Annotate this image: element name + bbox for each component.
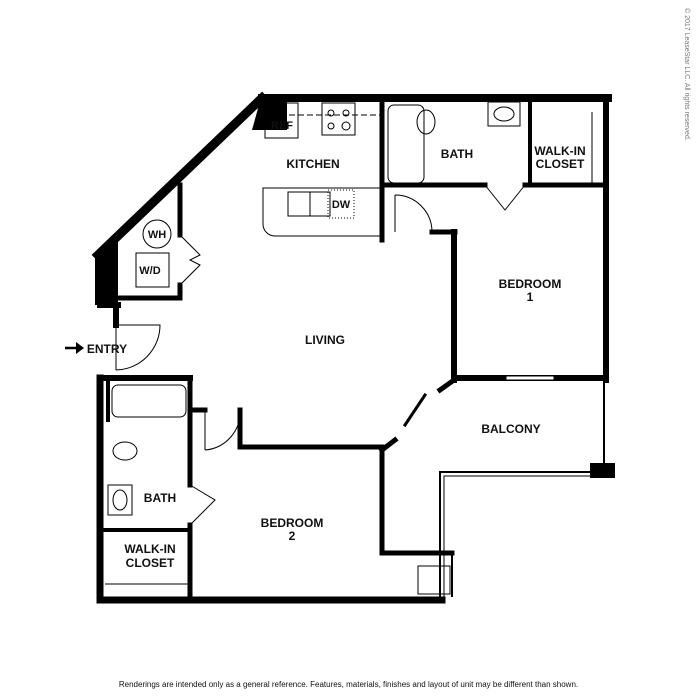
room-label-living: LIVING — [305, 333, 345, 347]
sink — [493, 106, 515, 122]
room-label-bedroom-2a: BEDROOM — [261, 516, 324, 530]
entry-label: ENTRY — [87, 342, 127, 356]
range-stove — [321, 102, 356, 136]
room-label-walkin-1a: WALK-IN — [534, 144, 585, 158]
labels: KITCHEN BATH WALK-IN CLOSET BEDROOM 1 LI… — [65, 120, 586, 570]
fixture-label-wh: WH — [148, 229, 166, 241]
room-label-bedroom-1b: 1 — [527, 290, 534, 304]
fixture-label-dw: DW — [332, 199, 351, 211]
sink-2 — [112, 489, 128, 511]
room-label-bedroom-1a: BEDROOM — [499, 277, 562, 291]
room-label-bath-1: BATH — [441, 147, 473, 161]
refrigerator — [264, 102, 299, 139]
doors — [115, 184, 526, 526]
toilet-2 — [112, 441, 138, 461]
walls — [91, 91, 615, 604]
disclaimer: Renderings are intended only as a genera… — [118, 680, 579, 689]
room-label-bedroom-2b: 2 — [289, 529, 296, 543]
water-heater — [142, 219, 172, 249]
kitchen-island — [262, 187, 381, 237]
fixtures — [105, 101, 593, 595]
entry-arrow-icon — [65, 342, 84, 354]
balcony-storage — [417, 565, 451, 595]
room-label-bath-2: BATH — [144, 491, 176, 505]
room-label-balcony: BALCONY — [481, 422, 540, 436]
fixture-label-wd: W/D — [139, 265, 160, 277]
toilet — [416, 109, 436, 135]
room-label-walkin-1b: CLOSET — [536, 157, 585, 171]
bathtub-2 — [111, 384, 187, 418]
room-label-kitchen: KITCHEN — [286, 157, 339, 171]
room-label-walkin-2a: WALK-IN — [124, 542, 175, 556]
washer-dryer — [135, 252, 170, 288]
room-label-walkin-2b: CLOSET — [126, 556, 175, 570]
copyright-notice: © 2017 LeaseStar LLC. All rights reserve… — [683, 8, 690, 141]
fixture-label-ref: REF — [271, 120, 293, 132]
bathtub — [387, 104, 425, 184]
